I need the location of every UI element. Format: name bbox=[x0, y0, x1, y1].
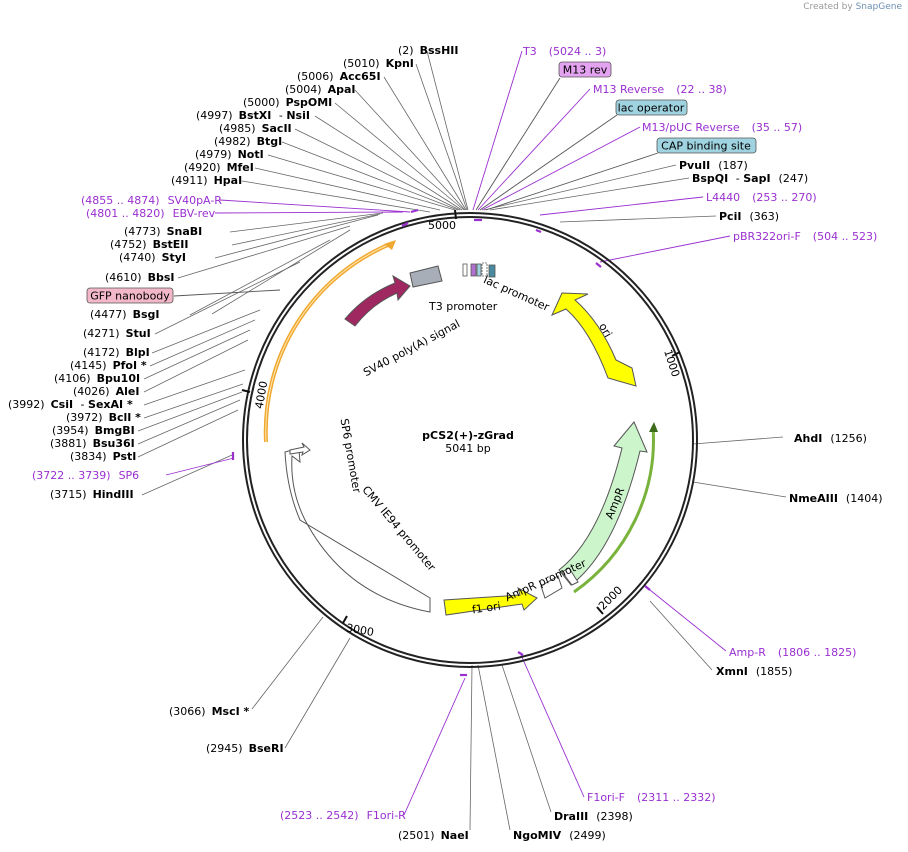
primer-label: (4801 .. 4820)EBV-rev bbox=[86, 207, 216, 220]
plasmid-name: pCS2(+)-zGrad bbox=[422, 429, 514, 442]
primer-label: M13 Reverse(22 .. 38) bbox=[593, 83, 727, 96]
enzyme-labels: (2)BssHII (5010)KpnI (5006)Acc65I (5004)… bbox=[8, 44, 883, 842]
primer-label: (3722 .. 3739)SP6 bbox=[32, 469, 139, 482]
enzyme-site-label: (3972)BclI * bbox=[66, 411, 141, 424]
enzyme-site-label: NmeAIII(1404) bbox=[789, 492, 883, 505]
enzyme-site-label: (4145)PfoI * bbox=[70, 359, 147, 372]
enzyme-site-label: (4106)Bpu10I bbox=[54, 372, 140, 385]
enzyme-site-label: (4773)SnaBI bbox=[124, 225, 202, 238]
ori-label: ori bbox=[596, 321, 614, 340]
enzyme-site-label: (4172)BlpI bbox=[83, 346, 150, 359]
ampr-arrow bbox=[558, 421, 648, 586]
primer-label: Amp-R(1806 .. 1825) bbox=[729, 646, 856, 659]
cmv-promoter-arrow bbox=[284, 449, 431, 613]
svg-text:M13 rev: M13 rev bbox=[563, 64, 608, 77]
enzyme-site-label: (2)BssHII bbox=[398, 44, 458, 57]
enzyme-site-label: PvuII(187) bbox=[679, 159, 748, 172]
primer-label: T3(5024 .. 3) bbox=[522, 45, 606, 58]
f1-ori-label: f1 ori bbox=[471, 600, 501, 617]
enzyme-site-label: (4477)BsgI bbox=[90, 308, 159, 321]
enzyme-site-label: (3066)MscI * bbox=[169, 705, 250, 718]
enzyme-site-label: (5004)ApaI bbox=[285, 83, 355, 96]
enzyme-site-label: (3992)CsiI - SexAI * bbox=[8, 398, 133, 411]
sp6-promoter-arrow bbox=[289, 442, 311, 457]
enzyme-site-label: (3881)Bsu36I bbox=[50, 437, 135, 450]
primer-label: (4855 .. 4874)SV40pA-R bbox=[81, 194, 222, 207]
snapgene-credit: Created by SnapGene bbox=[803, 2, 902, 12]
leader-lines bbox=[137, 50, 787, 831]
backbone-outer bbox=[242, 212, 698, 668]
primer-label: F1ori-F(2311 .. 2332) bbox=[587, 791, 716, 804]
orf-block bbox=[409, 265, 443, 288]
enzyme-site-label: NgoMIV(2499) bbox=[513, 829, 606, 842]
box-cap-binding-site bbox=[656, 137, 757, 154]
enzyme-site-label: (4740)StyI bbox=[119, 251, 186, 264]
enzyme-site-label: (3715)HindIII bbox=[50, 488, 134, 501]
primer-labels: T3(5024 .. 3) M13 Reverse(22 .. 38) M13/… bbox=[32, 45, 877, 822]
primer-label: L4440(253 .. 270) bbox=[706, 191, 817, 204]
tick-5000: 5000 bbox=[428, 219, 456, 232]
sv40-label: SV40 poly(A) signal bbox=[361, 317, 462, 379]
enzyme-site-label: (4982)BtgI bbox=[214, 135, 282, 148]
t3-promoter-label: T3 promoter bbox=[428, 300, 498, 313]
ori-arrow bbox=[551, 292, 637, 387]
enzyme-site-label: (2501)NaeI bbox=[398, 829, 469, 842]
plasmid-size: 5041 bp bbox=[445, 442, 490, 455]
primer-label: pBR322ori-F(504 .. 523) bbox=[733, 230, 877, 243]
f1-ori-arrow bbox=[443, 587, 538, 616]
box-lac-operator bbox=[615, 99, 688, 116]
snapgene-logo: SnapGene bbox=[855, 2, 902, 12]
gfp-nanobody-arc bbox=[263, 242, 391, 443]
tick-2000: 2000 bbox=[596, 584, 625, 613]
sp6-label: SP6 promoter bbox=[337, 418, 363, 495]
enzyme-site-label: (3834)PstI bbox=[70, 450, 136, 463]
svg-text:lac operator: lac operator bbox=[618, 102, 685, 115]
enzyme-site-label: (2945)BseRI bbox=[206, 742, 284, 755]
enzyme-site-label: (4997)BstXI - NsiI bbox=[196, 109, 310, 122]
svg-text:GFP nanobody: GFP nanobody bbox=[90, 290, 170, 303]
box-gfp-nanobody bbox=[86, 287, 174, 304]
enzyme-site-label: PciI(363) bbox=[719, 210, 779, 223]
enzyme-site-label: (5000)PspOMI bbox=[243, 96, 332, 109]
feature-boxes: M13 rev lac operator CAP binding site GF… bbox=[86, 61, 757, 304]
enzyme-site-label: (4026)AleI bbox=[73, 385, 139, 398]
sv40-polya-arrow bbox=[344, 274, 411, 327]
box-m13-rev bbox=[558, 61, 612, 78]
enzyme-site-label: (4920)MfeI bbox=[184, 161, 254, 174]
backbone-inner bbox=[246, 216, 694, 664]
enzyme-site-label: (4911)HpaI bbox=[171, 174, 242, 187]
primer-ticks bbox=[231, 208, 651, 677]
enzyme-site-label: (4752)BstEII bbox=[110, 238, 188, 251]
primer-lines bbox=[165, 50, 731, 816]
enzyme-site-label: AhdI(1256) bbox=[794, 432, 867, 445]
enzyme-site-label: (4979)NotI bbox=[195, 148, 264, 161]
ampr-arc-line bbox=[573, 425, 655, 594]
enzyme-site-label: BspQI - SapI(247) bbox=[692, 172, 808, 185]
ampr-promoter-arrow bbox=[540, 575, 563, 599]
enzyme-site-label: (5010)KpnI bbox=[343, 57, 414, 70]
enzyme-site-label: (4610)BbsI bbox=[105, 271, 174, 284]
svg-text:CAP binding site: CAP binding site bbox=[661, 140, 751, 153]
cmv-label: CMV IE94 promoter bbox=[359, 483, 438, 574]
enzyme-site-label: (4271)StuI bbox=[83, 327, 151, 340]
primer-label: (2523 .. 2542)F1ori-R bbox=[280, 809, 406, 822]
enzyme-site-label: XmnI(1855) bbox=[716, 665, 792, 678]
box-lines bbox=[173, 77, 659, 297]
enzyme-site-label: (3954)BmgBI bbox=[52, 424, 135, 437]
enzyme-site-label: (4985)SacII bbox=[219, 122, 292, 135]
enzyme-site-label: (5006)Acc65I bbox=[297, 70, 381, 83]
primer-label: M13/pUC Reverse(35 .. 57) bbox=[642, 121, 802, 134]
enzyme-site-label: DraIII(2398) bbox=[554, 810, 633, 823]
tick-3000: 3000 bbox=[345, 621, 375, 639]
tick-marks bbox=[241, 209, 681, 624]
